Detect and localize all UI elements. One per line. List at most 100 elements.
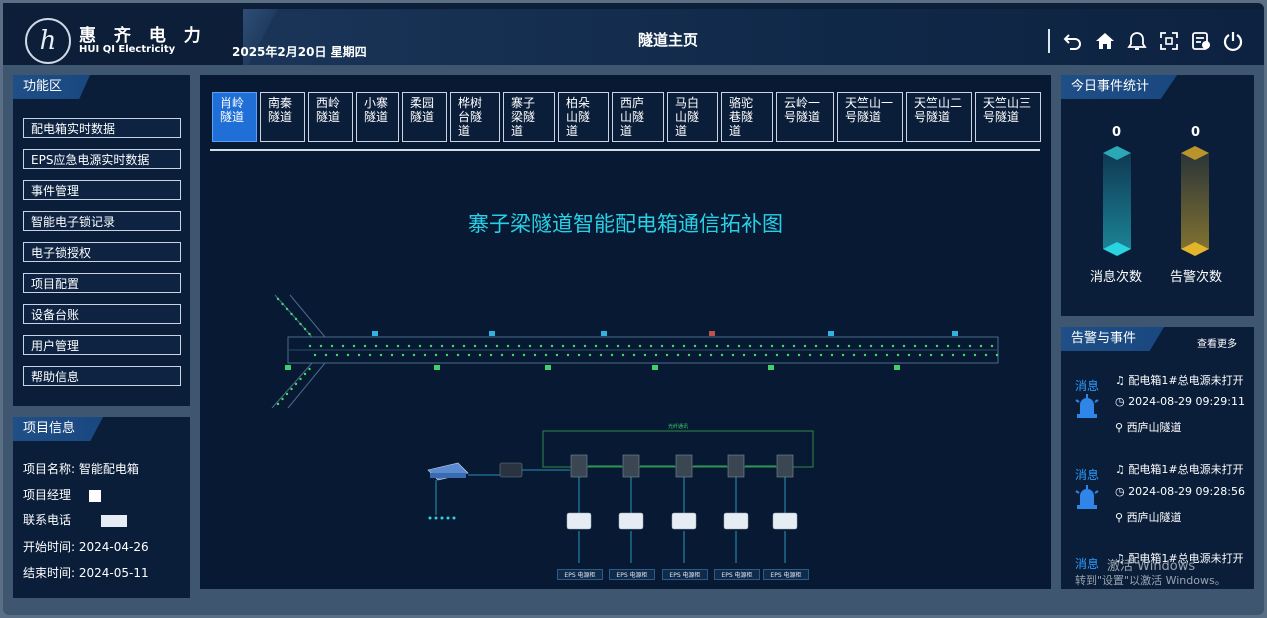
tunnel-light: [462, 344, 466, 348]
aggregation-switch: [427, 462, 469, 481]
menu-item-project-config[interactable]: 项目配置: [23, 273, 181, 293]
tunnel-light: [990, 344, 994, 348]
windows-watermark-title: 激活 Windows: [1107, 559, 1196, 574]
message-count-label: 消息次数: [1090, 270, 1143, 285]
tunnel-light: [720, 353, 724, 357]
project-info-panel: 项目信息 项目名称: 智能配电箱 项目经理 联系电话 开始时间: 2024-04…: [13, 417, 190, 598]
bell-icon[interactable]: [1126, 30, 1148, 52]
tunnel-light: [467, 353, 471, 357]
contact-phone-row: 联系电话: [23, 511, 127, 528]
tunnel-light: [863, 353, 867, 357]
tunnel-light: [363, 344, 367, 348]
tunnel-light: [836, 344, 840, 348]
tab-tunnel-xiaoling[interactable]: 肖岭 隧道: [212, 92, 257, 142]
project-name-row: 项目名称: 智能配电箱: [23, 460, 139, 477]
tunnel-light: [660, 344, 664, 348]
tunnel-light: [572, 344, 576, 348]
clock-icon: ◷: [1115, 485, 1129, 498]
tunnel-light: [610, 353, 614, 357]
tunnel-light: [588, 353, 592, 357]
tunnel-light: [682, 344, 686, 348]
tab-tunnel-luotuoxiang[interactable]: 骆驼 巷隧 道: [721, 92, 773, 142]
tab-tunnel-xilushan[interactable]: 西庐 山隧 道: [612, 92, 664, 142]
tunnel-light: [676, 353, 680, 357]
tab-tunnel-xiling[interactable]: 西岭 隧道: [308, 92, 353, 142]
ring-label: 光纤通讯: [668, 423, 688, 430]
tunnel-light: [786, 353, 790, 357]
location-pin-icon: ⚲: [1115, 511, 1127, 524]
message-count: 0: [1112, 125, 1122, 140]
tunnel-light: [649, 344, 653, 348]
menu-item-user-management[interactable]: 用户管理: [23, 335, 181, 355]
tunnel-light: [290, 312, 293, 316]
menu-item-lock-records[interactable]: 智能电子锁记录: [23, 211, 181, 231]
menu-item-eps-data[interactable]: EPS应急电源实时数据: [23, 149, 181, 169]
fullscreen-icon[interactable]: [1158, 30, 1180, 52]
terminal-dot: [440, 516, 444, 520]
tab-tunnel-mabaishan[interactable]: 马白 山隧 道: [667, 92, 718, 142]
tab-tunnel-nanqin[interactable]: 南秦 隧道: [260, 92, 305, 142]
header-toolbar: [1048, 29, 1244, 53]
menu-item-help[interactable]: 帮助信息: [23, 366, 181, 386]
tab-tunnel-zhaiziliang[interactable]: 寨子 梁隧 道: [503, 92, 555, 142]
tunnel-light: [299, 377, 302, 381]
tunnel-light: [390, 353, 394, 357]
tunnel-light: [533, 353, 537, 357]
tunnel-device: [652, 365, 658, 370]
tunnel-light: [396, 344, 400, 348]
tunnel-light: [825, 344, 829, 348]
tunnel-light: [423, 353, 427, 357]
tab-tunnel-yunling-1[interactable]: 云岭一 号隧道: [776, 92, 834, 142]
terminal-dots: [428, 516, 456, 520]
eps-device: [618, 512, 644, 530]
tunnel-light: [330, 344, 334, 348]
tunnel-light: [594, 344, 598, 348]
tunnel-light: [715, 344, 719, 348]
eps-cabinet-label: EPS 电源柜: [714, 569, 760, 580]
menu-item-event-management[interactable]: 事件管理: [23, 180, 181, 200]
tunnel-light: [671, 344, 675, 348]
tab-tunnel-xiaozhai[interactable]: 小寨 隧道: [356, 92, 399, 142]
tunnel-light: [709, 353, 713, 357]
view-more-link[interactable]: 查看更多: [1197, 339, 1237, 350]
tab-tunnel-tianzhushan-1[interactable]: 天竺山一 号隧道: [837, 92, 903, 142]
tab-tunnel-baiduoshan[interactable]: 柏朵 山隧 道: [558, 92, 609, 142]
menu-item-device-ledger[interactable]: 设备台账: [23, 304, 181, 324]
tunnel-light: [753, 353, 757, 357]
tunnel-light: [759, 344, 763, 348]
tab-tunnel-huashutai[interactable]: 桦树 台隧 道: [450, 92, 500, 142]
end-time-label: 结束时间:: [23, 566, 76, 580]
tunnel-light: [418, 344, 422, 348]
menu-item-distribution-box-data[interactable]: 配电箱实时数据: [23, 118, 181, 138]
menu-item-lock-authorization[interactable]: 电子锁授权: [23, 242, 181, 262]
project-manager-label: 项目经理: [23, 488, 72, 502]
tunnel-light: [830, 353, 834, 357]
tunnel-light: [539, 344, 543, 348]
home-icon[interactable]: [1094, 30, 1116, 52]
project-name-label: 项目名称:: [23, 462, 76, 476]
report-icon[interactable]: [1190, 30, 1212, 52]
power-icon[interactable]: [1222, 30, 1244, 52]
tunnel-light: [276, 402, 280, 406]
tunnel-light: [792, 344, 796, 348]
tunnel-light: [308, 332, 311, 336]
distribution-box-node: [727, 454, 745, 478]
tunnel-light: [303, 327, 307, 331]
tunnel-light: [517, 344, 521, 348]
alarms-panel: 告警与事件 查看更多 消息 ♫ 配电箱1#总电源未打开 ◷ 2024-08-29…: [1061, 327, 1254, 589]
current-date: 2025年2月20日 星期四: [232, 45, 367, 59]
tunnel-device: [828, 331, 834, 336]
tunnel-light: [654, 353, 658, 357]
start-time-value: 2024-04-26: [78, 540, 149, 554]
tunnel-light: [352, 344, 356, 348]
tab-tunnel-tianzhushan-3[interactable]: 天竺山三 号隧道: [975, 92, 1041, 142]
tab-tunnel-tianzhushan-2[interactable]: 天竺山二 号隧道: [906, 92, 972, 142]
terminal-dot: [434, 516, 438, 520]
tab-tunnel-rouyuan[interactable]: 柔园 隧道: [402, 92, 447, 142]
undo-icon[interactable]: [1062, 30, 1084, 52]
tunnel-light: [808, 353, 812, 357]
tunnel-light: [412, 353, 416, 357]
tunnel-light: [495, 344, 499, 348]
tunnel-light: [687, 353, 691, 357]
tunnel-light: [473, 344, 477, 348]
